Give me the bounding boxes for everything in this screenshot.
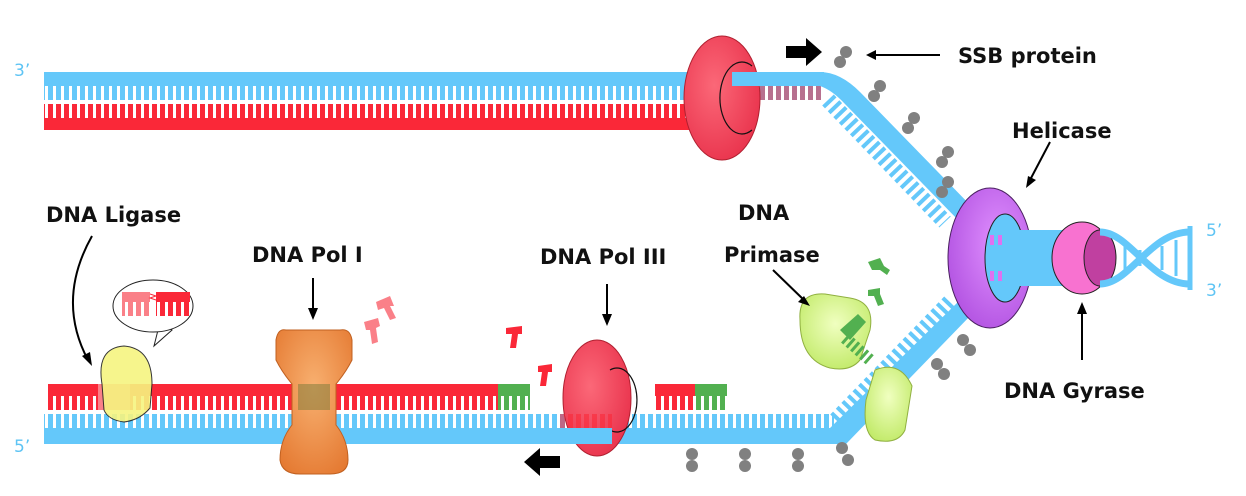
ligase-pointer xyxy=(72,235,93,361)
pol-iii-label: DNA Pol III xyxy=(540,245,666,269)
ligase-zoom-bubble xyxy=(112,279,194,348)
direction-arrow-right-icon xyxy=(786,38,822,66)
ligase-label: DNA Ligase xyxy=(46,203,181,227)
ssb-proteins xyxy=(686,46,976,472)
ssb-protein-icon xyxy=(936,176,954,198)
ssb-protein-icon xyxy=(686,448,698,472)
leading-template-diagonal xyxy=(820,72,975,228)
rna-primer xyxy=(498,384,530,396)
ssb-label: SSB protein xyxy=(958,44,1097,68)
parent-strand-backbone xyxy=(44,118,694,130)
end-label-bottom-left: 5’ xyxy=(14,437,30,457)
primase-label-line1: DNA xyxy=(738,201,790,225)
bottom-template-bases xyxy=(44,414,834,428)
dna-ligase xyxy=(100,345,153,423)
dna-pol-iii-lagging xyxy=(560,339,638,457)
ssb-protein-icon xyxy=(931,358,950,380)
top-template-bases xyxy=(44,86,824,100)
ssb-protein-icon xyxy=(836,442,854,466)
red-nucleotides xyxy=(506,326,552,386)
end-label-right-top: 5’ xyxy=(1206,221,1222,241)
dna-gyrase xyxy=(1051,221,1117,295)
rna-primer xyxy=(695,384,727,396)
pol-i-label: DNA Pol I xyxy=(252,243,363,267)
parent-strand-bases xyxy=(44,104,694,118)
direction-arrow-left-icon xyxy=(524,448,560,476)
dna-pol-iii-leading xyxy=(683,35,792,161)
ssb-protein-icon xyxy=(957,334,976,356)
end-label-right-bottom: 3’ xyxy=(1206,281,1222,301)
ssb-protein-icon xyxy=(792,448,804,472)
green-nucleotides xyxy=(868,258,890,306)
ssb-protein-icon xyxy=(936,146,954,168)
ssb-protein-icon xyxy=(834,46,852,68)
end-label-top-left: 3’ xyxy=(14,61,30,81)
primase xyxy=(799,293,913,442)
ssb-protein-icon xyxy=(739,448,751,472)
dna-gyrase-label: DNA Gyrase xyxy=(1004,379,1145,403)
ssb-protein-icon xyxy=(902,112,920,134)
ssb-protein-icon xyxy=(868,80,886,102)
top-template-backbone xyxy=(44,72,824,86)
dna-pol-i xyxy=(275,329,353,475)
primase-label-line2: Primase xyxy=(724,243,820,267)
parent-duplex xyxy=(44,72,824,130)
double-helix xyxy=(1099,226,1193,290)
pink-nucleotides xyxy=(364,296,396,344)
bottom-template-backbone xyxy=(44,428,834,444)
helicase-label: Helicase xyxy=(1012,119,1112,143)
